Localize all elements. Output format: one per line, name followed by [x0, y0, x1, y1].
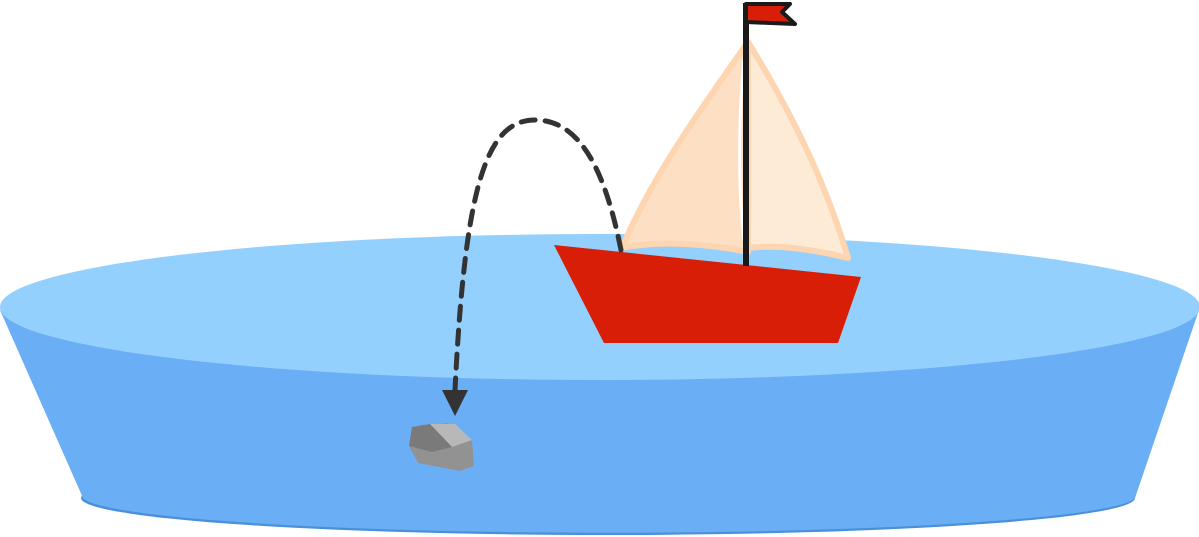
rock-icon: [409, 423, 474, 471]
boat-icon: [554, 2, 861, 343]
arrow-head: [442, 390, 468, 416]
rock-top: [430, 424, 472, 447]
sail-right: [745, 39, 851, 261]
sail-left: [619, 39, 751, 255]
rock-shadow: [409, 424, 452, 452]
flag-icon: [744, 2, 797, 26]
hull: [554, 245, 861, 343]
sail-highlight: [738, 59, 746, 241]
trajectory-arrow-icon: [442, 117, 624, 416]
trajectory-path: [452, 117, 624, 393]
